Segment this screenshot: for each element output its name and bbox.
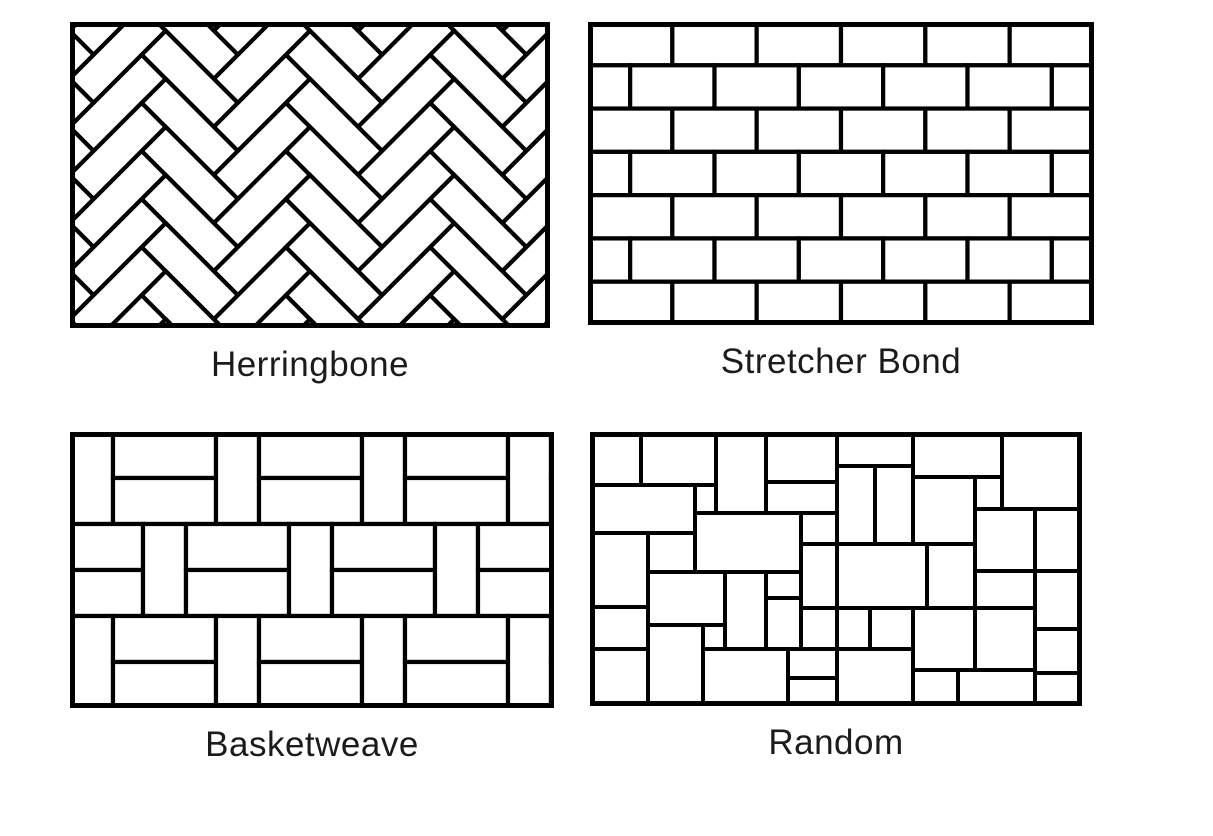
- random-label: Random: [768, 723, 904, 762]
- random-pattern: [590, 432, 1082, 706]
- stretcher-bond-pattern: [588, 22, 1094, 325]
- basketweave-label: Basketweave: [205, 725, 419, 764]
- stretcher-bond-panel: Stretcher Bond: [588, 22, 1094, 382]
- basketweave-pattern: [70, 432, 554, 708]
- stretcher-bond-label: Stretcher Bond: [720, 342, 962, 381]
- herringbone-panel: Herringbone: [70, 22, 550, 385]
- herringbone-label: Herringbone: [210, 345, 410, 384]
- basketweave-panel: Basketweave: [70, 432, 554, 765]
- herringbone-pattern: [70, 22, 550, 328]
- random-panel: Random: [590, 432, 1082, 763]
